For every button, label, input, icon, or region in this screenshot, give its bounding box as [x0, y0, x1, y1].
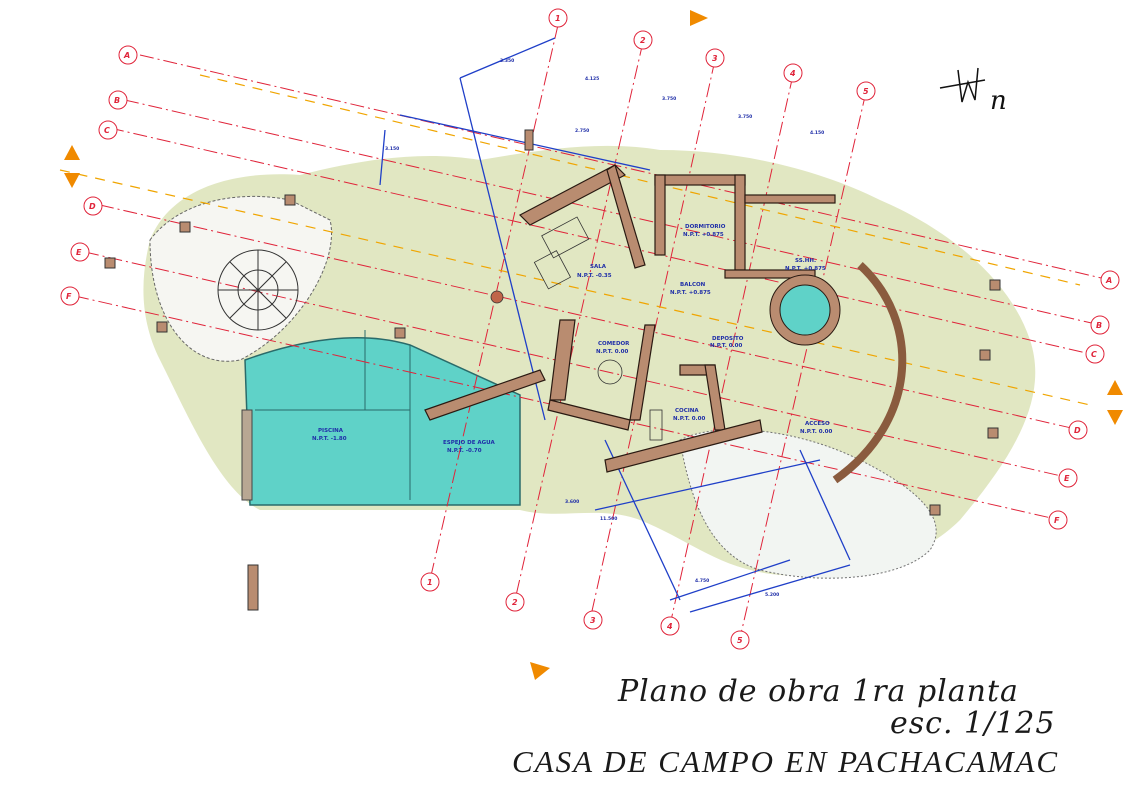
room-deposito: DEPOSITO	[712, 336, 744, 342]
north-label: n	[990, 86, 1007, 116]
dim-5: 2.750	[575, 128, 589, 134]
drawing-title: Plano de obra 1ra planta	[618, 674, 1019, 709]
project-name: CASA DE CAMPO EN PACHACAMAC	[512, 744, 1060, 779]
secondary-grid	[59, 74, 1091, 406]
svg-text:A: A	[1105, 276, 1112, 285]
room-balcon-level: N.P.T. +0.875	[670, 290, 711, 296]
room-sshh: SS.HH.	[795, 258, 816, 264]
svg-text:5: 5	[863, 87, 869, 96]
svg-text:3: 3	[712, 54, 718, 63]
svg-text:C: C	[104, 126, 110, 135]
svg-text:1: 1	[555, 14, 561, 23]
room-comedor: COMEDOR	[598, 341, 630, 347]
room-cocina: COCINA	[675, 408, 699, 414]
room-cocina-level: N.P.T. 0.00	[673, 416, 705, 422]
grid-lines-numbers	[429, 24, 867, 639]
room-espejo-level: N.P.T. -0.70	[447, 448, 482, 454]
room-acceso-level: N.P.T. 0.00	[800, 429, 832, 435]
building-walls	[424, 164, 836, 473]
dim-3: 3.750	[738, 114, 752, 120]
room-deposito-level: N.P.T. 0.00	[710, 343, 742, 349]
svg-text:4: 4	[666, 622, 673, 631]
room-piscina-level: N.P.T. -1.80	[312, 436, 347, 442]
room-balcon: BALCON	[680, 282, 706, 288]
section-markers	[64, 10, 1123, 680]
dimension-values: 3.350 4.125 3.750 3.750 4.150 2.750 3.15…	[385, 58, 824, 598]
svg-text:4: 4	[789, 69, 796, 78]
dim-7: 4.750	[695, 578, 709, 584]
columns	[104, 129, 1001, 611]
curved-wall	[832, 262, 907, 484]
dim-8: 5.200	[765, 592, 779, 598]
room-sala-level: N.P.T. -0.35	[577, 273, 612, 279]
room-sala: SALA	[590, 264, 607, 270]
room-acceso: ACCESO	[805, 421, 830, 427]
svg-text:A: A	[123, 51, 130, 60]
svg-text:1: 1	[427, 578, 433, 587]
room-labels: SALA N.P.T. -0.35 DORMITORIO N.P.T. +0.8…	[312, 224, 832, 454]
svg-text:2: 2	[512, 598, 518, 607]
svg-text:D: D	[1074, 426, 1081, 435]
svg-text:5: 5	[737, 636, 743, 645]
north-arrow	[939, 67, 986, 103]
room-comedor-level: N.P.T. 0.00	[596, 349, 628, 355]
svg-text:F: F	[66, 292, 72, 301]
dim-1: 4.125	[585, 76, 599, 82]
svg-text:B: B	[1096, 321, 1102, 330]
room-espejo: ESPEJO DE AGUA	[443, 440, 495, 446]
dim-2: 3.750	[662, 96, 676, 102]
dim-9: 11.500	[600, 516, 617, 522]
svg-text:E: E	[76, 248, 82, 257]
axis-bubbles-letters: A B C D E F A B C D E F	[60, 45, 1120, 530]
svg-text:E: E	[1064, 474, 1070, 483]
dim-4: 4.150	[810, 130, 824, 136]
dim-0: 3.350	[500, 58, 514, 64]
room-dormitorio-level: N.P.T. +0.875	[683, 232, 724, 238]
svg-text:B: B	[114, 96, 120, 105]
room-piscina: PISCINA	[318, 428, 344, 434]
dim-6: 3.150	[385, 146, 399, 152]
svg-text:C: C	[1091, 350, 1097, 359]
room-sshh-level: N.P.T. +0.875	[785, 266, 826, 272]
dim-10: 3.600	[565, 499, 579, 505]
spiral-stair	[217, 249, 299, 331]
room-dormitorio: DORMITORIO	[685, 224, 726, 230]
svg-text:D: D	[89, 202, 96, 211]
svg-text:2: 2	[640, 36, 646, 45]
furniture	[490, 216, 663, 441]
svg-text:3: 3	[590, 616, 596, 625]
circular-bath	[769, 274, 841, 346]
pool	[241, 330, 521, 506]
axis-bubbles-numbers: 1 2 3 4 5 1 2 3 4 5	[420, 8, 876, 650]
drawing-scale: esc. 1/125	[890, 706, 1056, 741]
svg-text:F: F	[1054, 516, 1060, 525]
